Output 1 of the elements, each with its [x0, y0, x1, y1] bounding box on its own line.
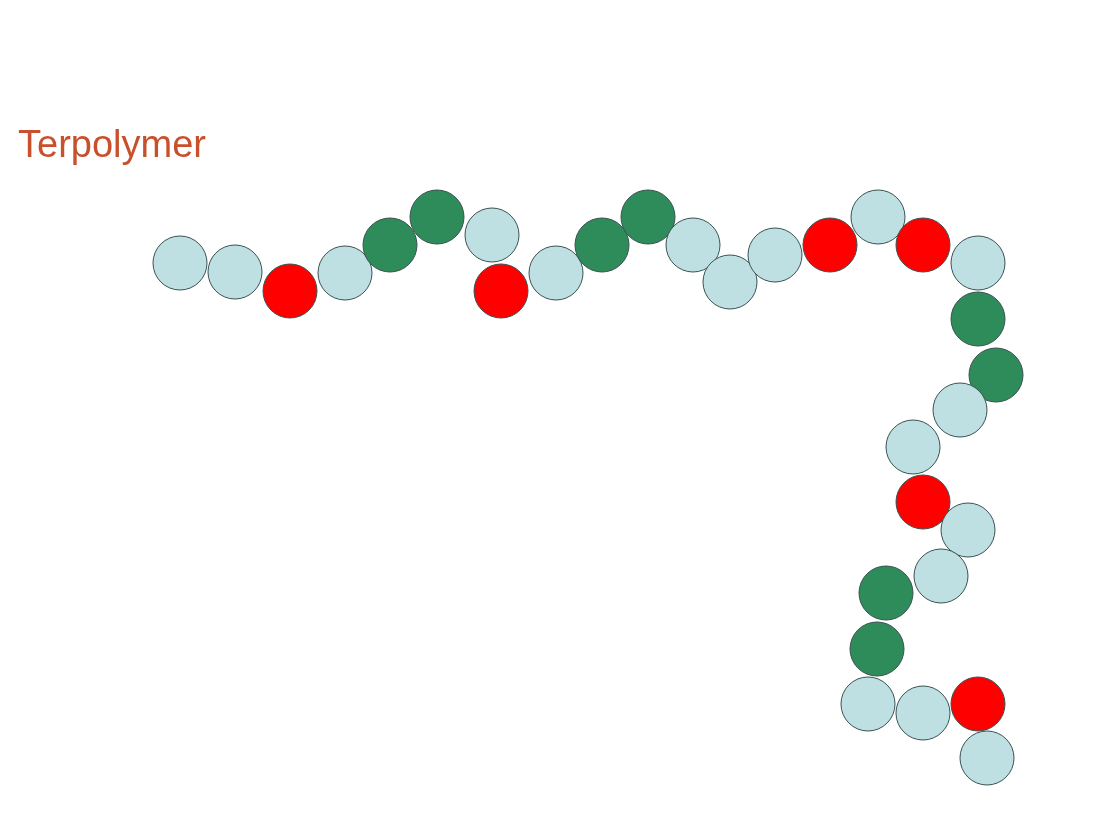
- diagram-title: Terpolymer: [18, 122, 206, 166]
